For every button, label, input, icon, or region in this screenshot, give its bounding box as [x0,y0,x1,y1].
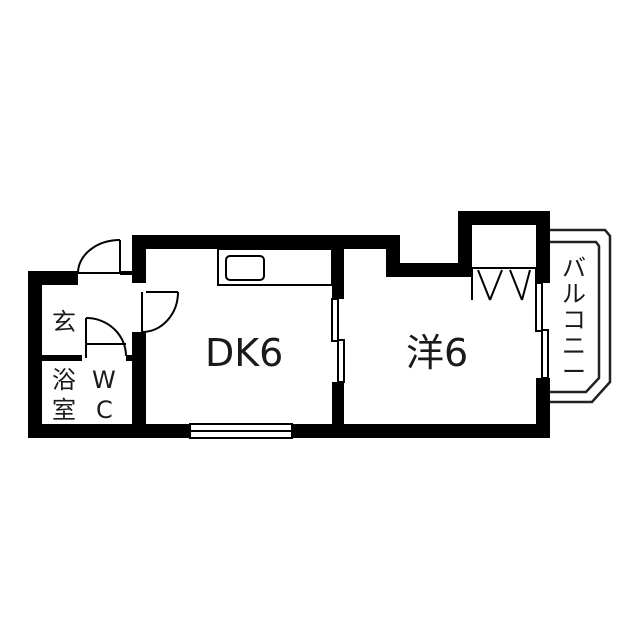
entrance-label: 玄 [52,308,76,336]
door-entrance-dk [141,291,179,333]
front-door [77,239,132,275]
western-room-label: 洋6 [406,331,468,375]
door-bath [85,317,127,358]
balcony-label-5: ー [562,358,586,386]
balcony-label-4: ニ [562,332,586,360]
wc-label-2: C [96,396,113,424]
balcony-outline [548,228,612,404]
bath-label-2: 室 [52,396,76,424]
balcony-label-3: コ [562,306,586,334]
closet-doors [471,267,537,301]
bath-label-1: 浴 [52,366,76,394]
kitchen-counter [217,248,333,286]
balcony-label-1: バ [562,254,586,282]
sliding-door-dk-western [331,298,345,383]
balcony-inner-outline [548,240,601,394]
balcony-window [535,282,549,379]
dk-label: DK6 [205,331,283,375]
wc-label-1: W [92,366,116,394]
balcony-label-2: ル [562,280,586,308]
